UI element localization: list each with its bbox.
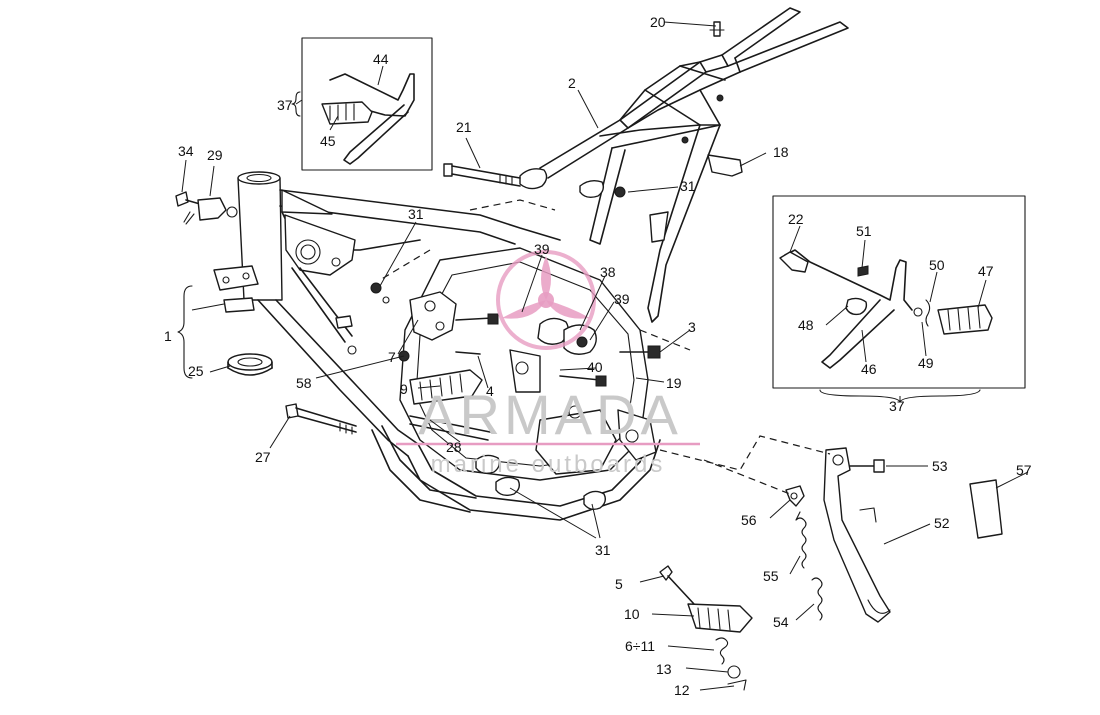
- callout-53: 53: [932, 458, 948, 474]
- callout-31-left: 31: [408, 206, 424, 222]
- callout-55: 55: [763, 568, 779, 584]
- callout-40: 40: [587, 359, 603, 375]
- callout-29: 29: [207, 147, 223, 163]
- callout-37-right: 37: [889, 398, 905, 414]
- callout-50: 50: [929, 257, 945, 273]
- callout-48: 48: [798, 317, 814, 333]
- callout-37-top: 37: [277, 97, 293, 113]
- callout-44: 44: [373, 51, 389, 67]
- callout-46: 46: [861, 361, 877, 377]
- armada-watermark: ARMADA marine outboards: [396, 250, 700, 478]
- spring-54: [811, 577, 823, 621]
- callout-45: 45: [320, 133, 336, 149]
- callout-39-lower: 39: [614, 291, 630, 307]
- pad-57: [969, 479, 1003, 539]
- inset-footrest-right: [772, 195, 1026, 403]
- rear-subframe: [519, 7, 849, 323]
- callout-3: 3: [688, 319, 696, 335]
- washer-56: [785, 485, 805, 507]
- callout-27: 27: [255, 449, 271, 465]
- callout-52: 52: [934, 515, 950, 531]
- callout-49: 49: [918, 355, 934, 371]
- inset-brace-37-top: [291, 91, 301, 117]
- callout-9: 9: [400, 381, 408, 397]
- long-bolt-21: [443, 163, 521, 187]
- bushing-25: [227, 353, 273, 376]
- main-frame: [213, 171, 691, 521]
- callout-57: 57: [1016, 462, 1032, 478]
- bolt-28: [409, 415, 491, 441]
- callout-56: 56: [741, 512, 757, 528]
- callout-25: 25: [188, 363, 204, 379]
- dash-line-stand: [659, 435, 831, 495]
- inset-footrest-top: [295, 37, 433, 171]
- callout-18: 18: [773, 144, 789, 160]
- callout-5: 5: [615, 576, 623, 592]
- callout-34: 34: [178, 143, 194, 159]
- callout-31-upper: 31: [680, 178, 696, 194]
- callout-7: 7: [388, 349, 396, 365]
- callout-38: 38: [600, 264, 616, 280]
- callout-4: 4: [486, 383, 494, 399]
- callout-39-upper: 39: [534, 241, 550, 257]
- callout-58: 58: [296, 375, 312, 391]
- bracket-1-brace: [177, 285, 193, 379]
- callout-13: 13: [656, 661, 672, 677]
- spring-55: [795, 511, 807, 569]
- callout-51: 51: [856, 223, 872, 239]
- mount-plate-1: [223, 297, 255, 313]
- callout-labels: 20 2 21 44 37 45 34 29 18 31 31 39 38 39…: [164, 14, 1032, 698]
- footrest-10-group: [659, 565, 753, 691]
- callout-6-11: 6÷11: [625, 638, 655, 654]
- callout-31-lower: 31: [595, 542, 611, 558]
- ignition-key-29-34: [175, 191, 238, 225]
- callout-20: 20: [650, 14, 666, 30]
- callout-19: 19: [666, 375, 682, 391]
- leader-lines: [181, 21, 1029, 691]
- callout-28: 28: [446, 439, 462, 455]
- side-stand-52: [823, 447, 891, 623]
- callout-2: 2: [568, 75, 576, 91]
- callout-21: 21: [456, 119, 472, 135]
- watermark-brand: ARMADA: [418, 383, 682, 446]
- callout-54: 54: [773, 614, 789, 630]
- callout-22: 22: [788, 211, 804, 227]
- watermark-tagline: marine outboards: [431, 451, 666, 478]
- callout-1: 1: [164, 328, 172, 344]
- callout-10: 10: [624, 606, 640, 622]
- callout-12: 12: [674, 682, 690, 698]
- callout-47: 47: [978, 263, 994, 279]
- long-bolt-27: [285, 403, 357, 435]
- bolt-53: [849, 459, 885, 473]
